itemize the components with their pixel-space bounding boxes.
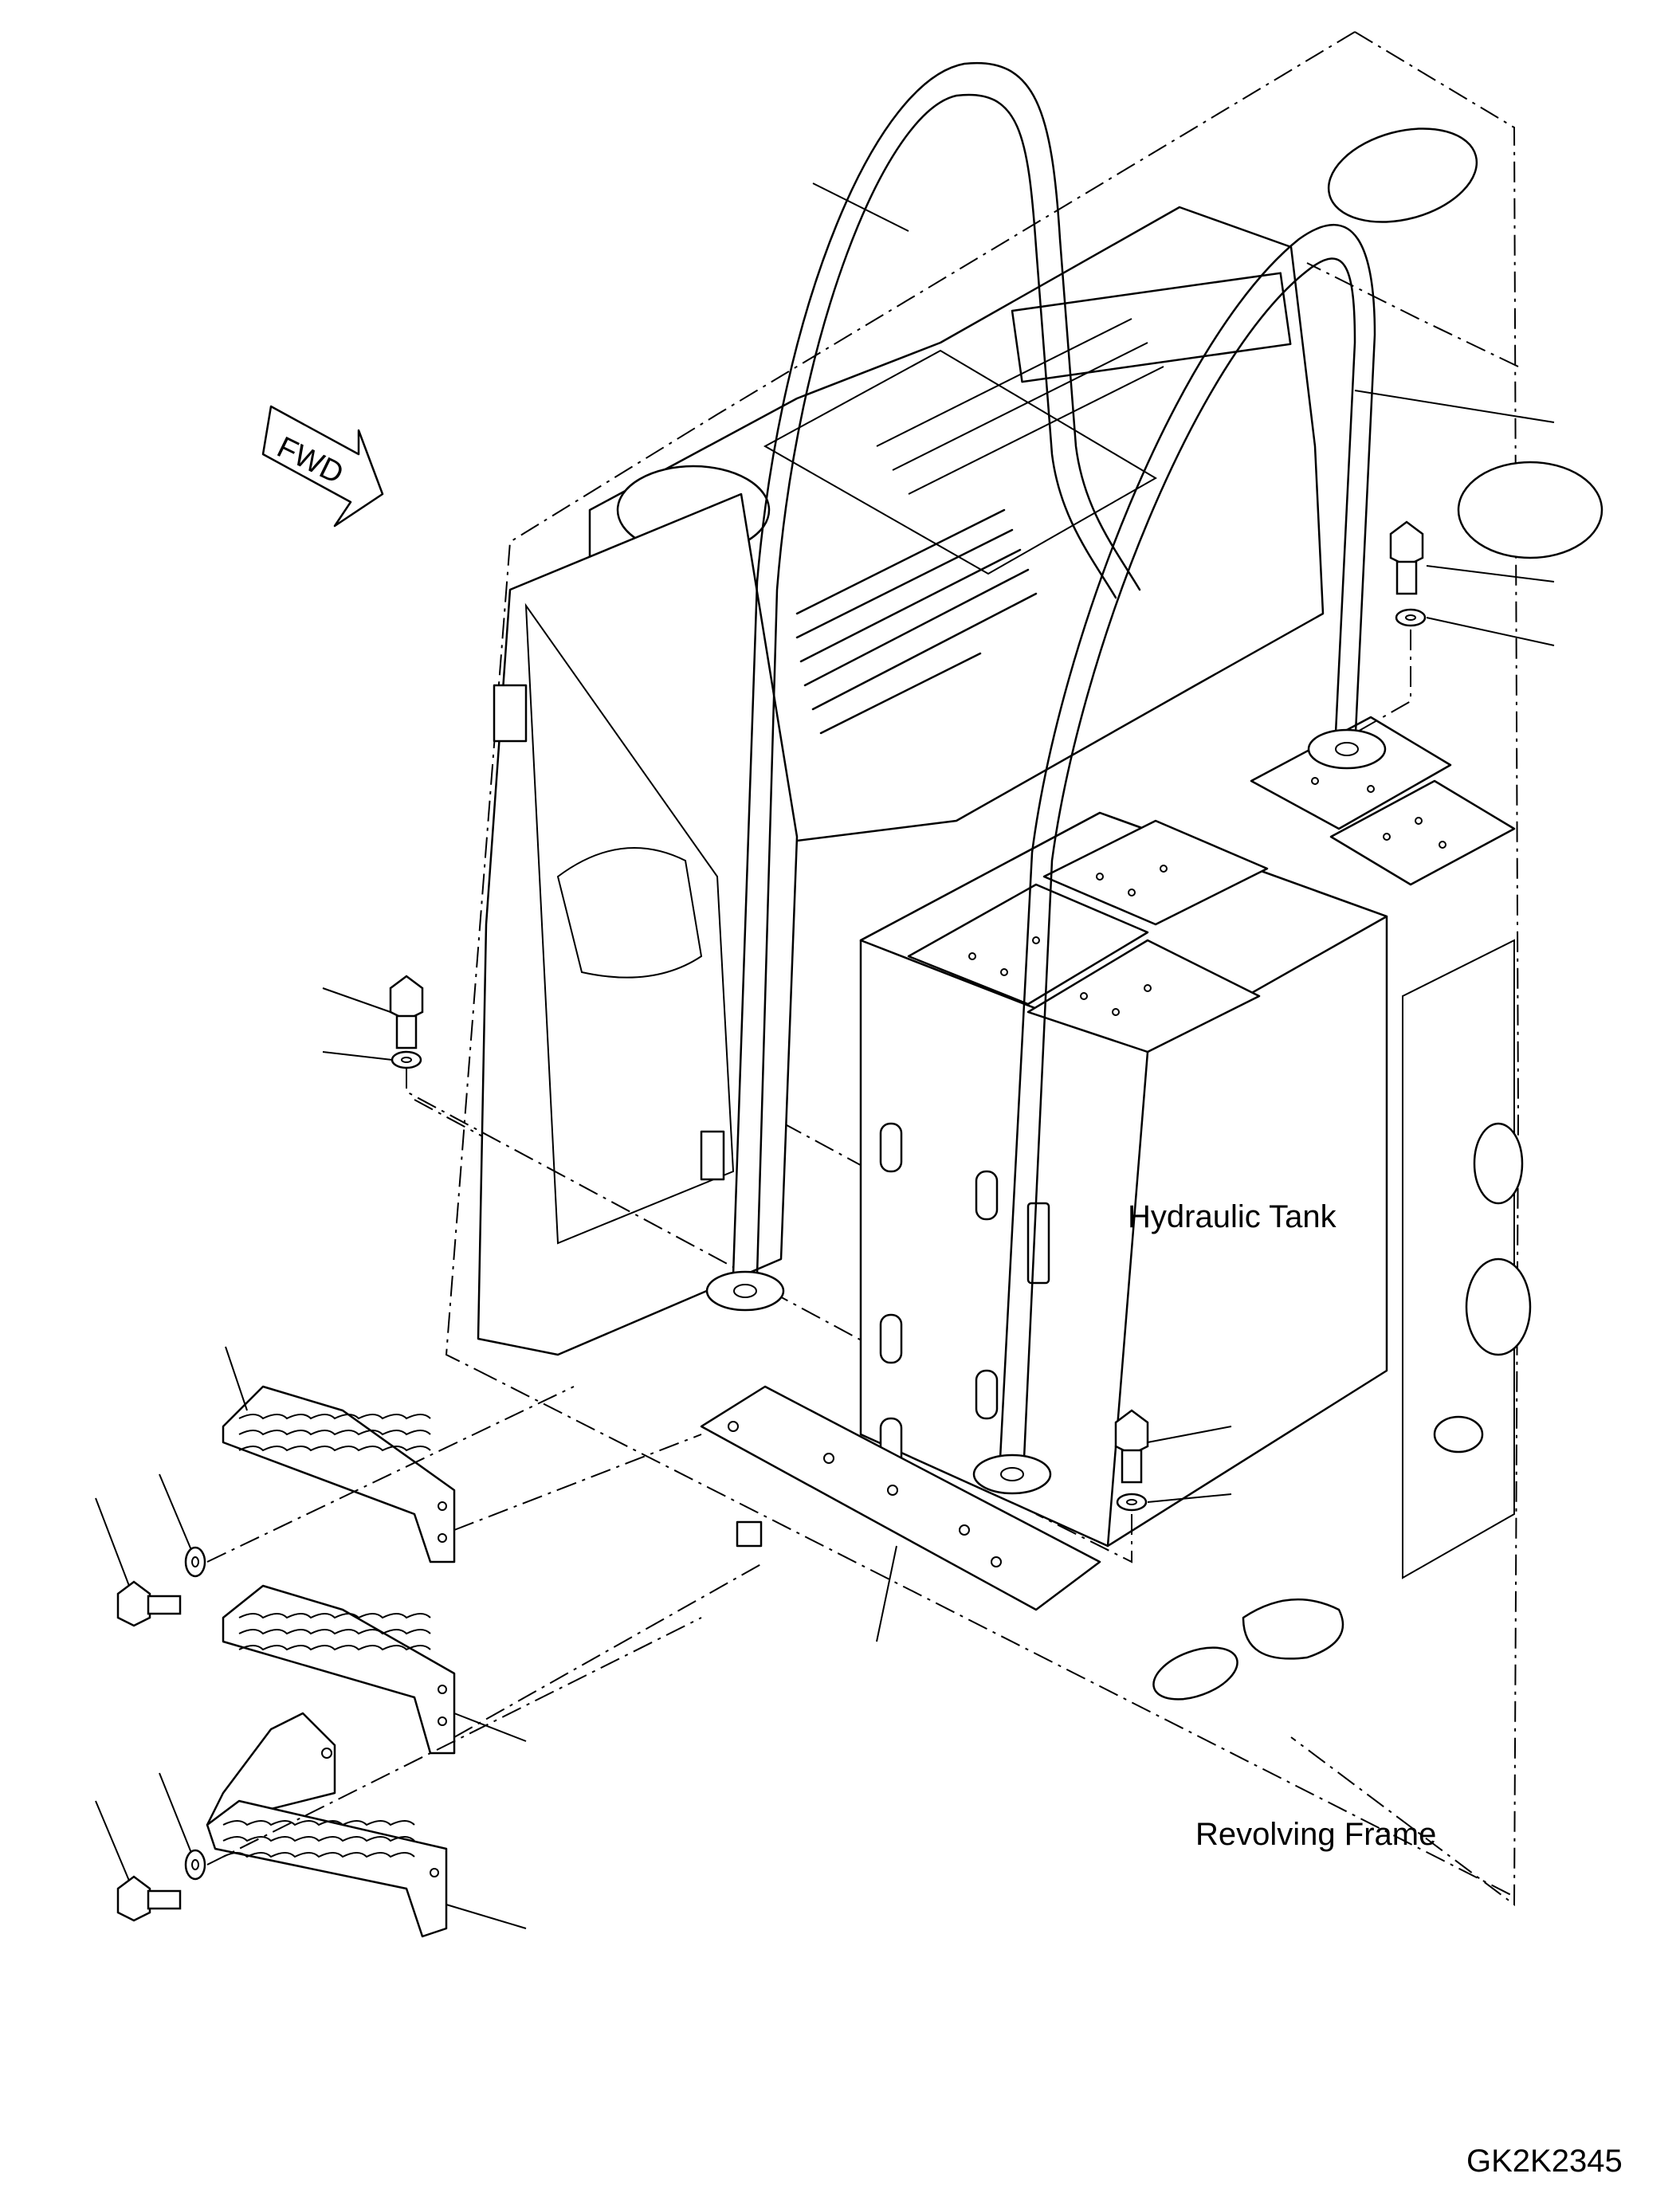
handrail-left: [705, 61, 1141, 1312]
bolt-top-right: [1389, 520, 1424, 595]
bolt-step-lower: [116, 1875, 182, 1922]
step-upper: [222, 1385, 456, 1563]
revolving-frame-label: Revolving Frame: [1195, 1817, 1436, 1852]
hydraulic-tank-label: Hydraulic Tank: [1128, 1199, 1337, 1234]
bolt-plate-right: [1114, 1409, 1149, 1484]
bolt-step-upper: [116, 1580, 182, 1627]
handrail-right: [972, 223, 1387, 1495]
step-middle: [222, 1584, 456, 1755]
washer-step-lower: [184, 1849, 206, 1881]
washer-plate-right: [1116, 1493, 1148, 1512]
assembly-guide-lines: [206, 630, 1411, 1865]
washer-step-upper: [184, 1546, 206, 1578]
drawing-code: GK2K2345: [1466, 2144, 1623, 2179]
step-lower: [206, 1712, 448, 1938]
bolt-left-upper: [389, 975, 424, 1049]
washer-top-right: [1395, 608, 1427, 627]
washer-left-upper: [391, 1050, 422, 1069]
callout-leaders: [95, 182, 1555, 1929]
mounting-plate: [700, 1385, 1101, 1611]
hydraulic-tank: [859, 716, 1516, 1548]
right-frame-structure: [1152, 939, 1532, 1701]
fwd-arrow-icon: FWD: [261, 405, 384, 528]
grille-slots: [795, 508, 1038, 735]
side-frame-panel: [477, 492, 799, 1356]
